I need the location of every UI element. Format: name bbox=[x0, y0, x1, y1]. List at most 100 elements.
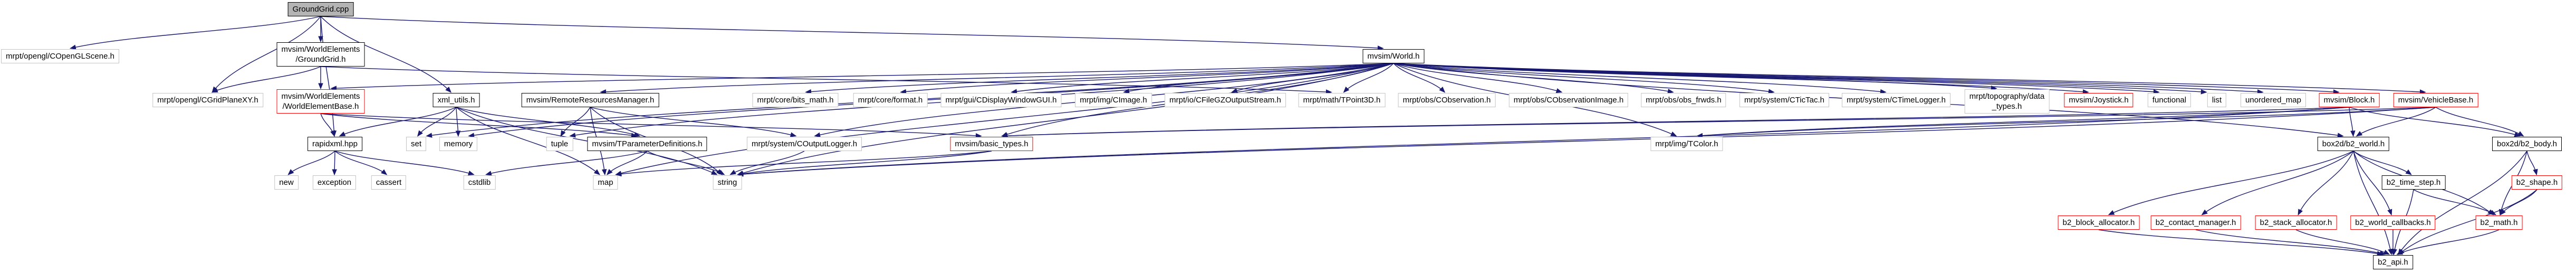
graph-node-b2_contact_manager[interactable]: b2_contact_manager.h bbox=[2150, 215, 2241, 230]
include-edge-world_h-to-string bbox=[737, 63, 1394, 176]
include-edge-world_h-to-map bbox=[615, 63, 1394, 176]
include-edge-world_h-to-cobservationimage bbox=[1393, 63, 1563, 93]
graph-node-rapidxml[interactable]: rapidxml.hpp bbox=[307, 137, 362, 151]
graph-node-b2_shape[interactable]: b2_shape.h bbox=[2511, 175, 2563, 190]
include-edge-world_h-to-tpoint3d bbox=[1343, 63, 1394, 93]
graph-node-exception[interactable]: exception bbox=[312, 175, 357, 190]
include-edge-tparamdefs-to-map bbox=[606, 151, 648, 175]
graph-node-bits_math[interactable]: mrpt/core/bits_math.h bbox=[752, 93, 839, 107]
graph-node-tparamdefs[interactable]: mvsim/TParameterDefinitions.h bbox=[587, 137, 707, 151]
graph-node-xml_utils[interactable]: xml_utils.h bbox=[432, 93, 480, 107]
include-edge-world_h-to-joystick bbox=[1393, 63, 2089, 95]
include-edge-rapidxml-to-new bbox=[287, 151, 335, 175]
include-edge-b2_shape-to-b2_api bbox=[2398, 189, 2537, 255]
include-edge-b2_world-to-b2_time_step bbox=[2353, 151, 2412, 175]
include-edge-groundgrid_cpp-to-copenglscene bbox=[70, 16, 321, 50]
graph-node-tpoint3d[interactable]: mrpt/math/TPoint3D.h bbox=[1298, 93, 1386, 107]
graph-node-b2_body[interactable]: box2d/b2_body.h bbox=[2492, 137, 2562, 151]
graph-node-b2_math[interactable]: b2_math.h bbox=[2475, 215, 2523, 230]
graph-node-unordered_map[interactable]: unordered_map bbox=[2241, 93, 2306, 107]
include-edge-b2_math-to-b2_api bbox=[2396, 229, 2500, 255]
include-edge-xml_utils-to-set bbox=[417, 107, 457, 137]
graph-node-remoteresources[interactable]: mvsim/RemoteResourcesManager.h bbox=[521, 93, 659, 107]
graph-node-groundgrid_h[interactable]: mvsim/WorldElements /GroundGrid.h bbox=[276, 42, 365, 67]
graph-node-copenglscene[interactable]: mrpt/opengl/COpenGLScene.h bbox=[1, 49, 119, 63]
include-edge-world_h-to-ctictac bbox=[1393, 63, 1775, 94]
include-edge-b2_contact_manager-to-b2_api bbox=[2195, 229, 2386, 256]
include-edge-rapidxml-to-cstdlib bbox=[334, 151, 475, 176]
graph-node-b2_api[interactable]: b2_api.h bbox=[2373, 255, 2413, 269]
include-edge-b2_world-to-b2_stack_allocator bbox=[2298, 151, 2354, 216]
include-edge-b2_shape-to-b2_math bbox=[2500, 189, 2537, 215]
include-edge-b2_body-to-b2_shape bbox=[2526, 151, 2538, 176]
graph-node-tuple[interactable]: tuple bbox=[546, 137, 573, 151]
include-edge-world_h-to-cobservation bbox=[1393, 63, 1446, 93]
graph-node-obs_frwds[interactable]: mrpt/obs/obs_frwds.h bbox=[1641, 93, 1726, 107]
graph-node-groundgrid_cpp[interactable]: GroundGrid.cpp bbox=[287, 2, 354, 16]
graph-node-cfilegz[interactable]: mrpt/io/CFileGZOutputStream.h bbox=[1165, 93, 1286, 107]
graph-node-cdisplaywindowgui[interactable]: mrpt/gui/CDisplayWindowGUI.h bbox=[940, 93, 1062, 107]
include-edge-worldelementbase-to-rapidxml bbox=[320, 113, 335, 137]
include-edge-world_h-to-remoteresources bbox=[600, 63, 1394, 95]
graph-node-cassert[interactable]: cassert bbox=[371, 175, 407, 190]
graph-node-map[interactable]: map bbox=[593, 175, 618, 190]
graph-node-memory[interactable]: memory bbox=[439, 137, 478, 151]
graph-node-basic_types[interactable]: mvsim/basic_types.h bbox=[950, 137, 1033, 151]
include-edge-world_h-to-worldelementbase bbox=[330, 63, 1394, 91]
include-edge-groundgrid_h-to-cgridplanexy bbox=[211, 66, 321, 93]
include-edge-b2_block_allocator-to-b2_api bbox=[2098, 229, 2383, 256]
include-edge-vehiclebase-to-b2_world bbox=[2356, 107, 2436, 137]
include-edge-groundgrid_cpp-to-rapidxml bbox=[320, 16, 337, 137]
include-edge-b2_world-to-b2_block_allocator bbox=[2108, 151, 2354, 215]
graph-node-cimage[interactable]: mrpt/img/CImage.h bbox=[1075, 93, 1152, 107]
graph-node-ctictac[interactable]: mrpt/system/CTicTac.h bbox=[1739, 93, 1829, 107]
graph-node-tcolor[interactable]: mrpt/img/TColor.h bbox=[1650, 137, 1723, 151]
graph-node-b2_world_callbacks[interactable]: b2_world_callbacks.h bbox=[2350, 215, 2436, 230]
graph-node-format[interactable]: mrpt/core/format.h bbox=[853, 93, 928, 107]
include-edge-b2_time_step-to-b2_math bbox=[2413, 189, 2497, 215]
graph-node-set[interactable]: set bbox=[406, 137, 427, 151]
include-edge-groundgrid_cpp-to-xml_utils bbox=[320, 16, 451, 93]
include-edge-remoteresources-to-coutputlogger bbox=[590, 107, 797, 137]
include-edge-world_h-to-ctimelogger bbox=[1393, 63, 1887, 95]
graph-node-cobservationimage[interactable]: mrpt/obs/CObservationImage.h bbox=[1508, 93, 1629, 107]
graph-node-cstdlib[interactable]: cstdlib bbox=[463, 175, 496, 190]
include-edge-world_h-to-memory bbox=[468, 63, 1394, 138]
graph-node-cgridplanexy[interactable]: mrpt/opengl/CGridPlaneXY.h bbox=[152, 93, 263, 107]
include-edge-world_h-to-bits_math bbox=[805, 63, 1394, 95]
graph-node-worldelementbase[interactable]: mvsim/WorldElements /WorldElementBase.h bbox=[276, 89, 365, 114]
graph-node-coutputlogger[interactable]: mrpt/system/COutputLogger.h bbox=[746, 137, 862, 151]
graph-node-block_h[interactable]: mvsim/Block.h bbox=[2319, 93, 2380, 107]
include-edge-vehiclebase-to-tcolor bbox=[1696, 107, 2436, 138]
include-edge-xml_utils-to-tparamdefs bbox=[456, 107, 641, 137]
graph-node-list[interactable]: list bbox=[2207, 93, 2227, 107]
graph-node-topography[interactable]: mrpt/topography/data _types.h bbox=[1964, 89, 2050, 114]
include-edge-vehiclebase-to-b2_body bbox=[2435, 107, 2524, 137]
graph-node-b2_world[interactable]: box2d/b2_world.h bbox=[2317, 137, 2390, 151]
graph-node-string[interactable]: string bbox=[713, 175, 742, 190]
include-edge-world_h-to-cdisplaywindowgui bbox=[1011, 63, 1394, 94]
include-edge-remoteresources-to-tuple bbox=[560, 107, 591, 137]
include-edge-basic_types-to-string bbox=[737, 151, 992, 176]
graph-node-b2_time_step[interactable]: b2_time_step.h bbox=[2381, 175, 2446, 190]
include-edge-worldelementbase-to-tparamdefs bbox=[320, 113, 638, 138]
include-edge-xml_utils-to-map bbox=[456, 107, 601, 175]
include-edge-xml_utils-to-memory bbox=[455, 107, 461, 137]
graph-node-new[interactable]: new bbox=[274, 175, 299, 190]
include-edge-xml_utils-to-rapidxml bbox=[339, 107, 457, 137]
graph-node-b2_stack_allocator[interactable]: b2_stack_allocator.h bbox=[2255, 215, 2337, 230]
graph-node-vehiclebase[interactable]: mvsim/VehicleBase.h bbox=[2393, 93, 2478, 107]
include-edge-block_h-to-b2_world bbox=[2349, 107, 2356, 137]
graph-node-ctimelogger[interactable]: mrpt/system/CTimeLogger.h bbox=[1842, 93, 1950, 107]
include-edge-b2_world-to-b2_api bbox=[2353, 151, 2393, 256]
graph-node-joystick[interactable]: mvsim/Joystick.h bbox=[2064, 93, 2133, 107]
graph-node-world_h[interactable]: mvsim/World.h bbox=[1362, 49, 1425, 63]
graph-node-b2_block_allocator[interactable]: b2_block_allocator.h bbox=[2058, 215, 2140, 230]
include-edge-groundgrid_cpp-to-cgridplanexy bbox=[212, 16, 321, 93]
graph-node-cobservation[interactable]: mrpt/obs/CObservation.h bbox=[1398, 93, 1496, 107]
graph-node-functional[interactable]: functional bbox=[2147, 93, 2191, 107]
include-edge-tparamdefs-to-string bbox=[647, 151, 725, 175]
include-edge-vehiclebase-to-basic_types bbox=[1001, 107, 2436, 138]
